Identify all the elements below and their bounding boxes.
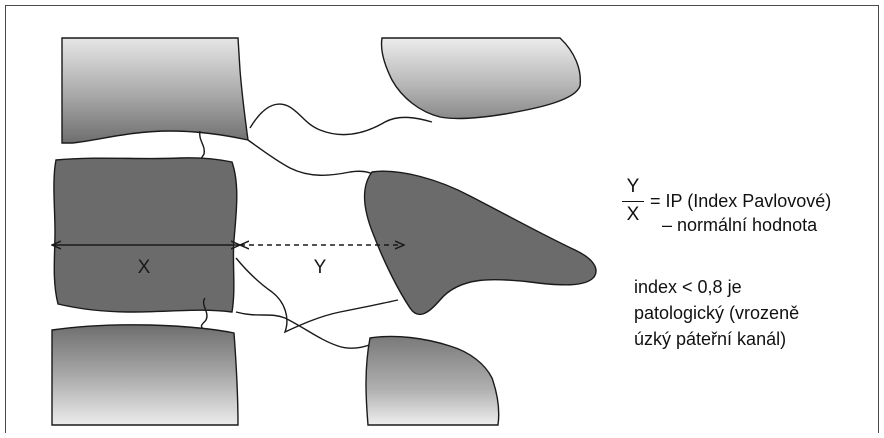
formula-note: – normální hodnota [662,214,817,236]
fraction-bar [622,201,644,202]
upper-disc-outline [200,131,205,162]
formula-result: = IP (Index Pavlovové) [650,190,831,212]
index-note: index < 0,8 je patologický (vrozeně úzký… [634,274,864,352]
upper-lamina-outline [248,140,380,178]
lower-vertebral-body [52,325,238,425]
middle-vertebral-body [54,158,237,312]
x-label: X [138,257,151,278]
legend-panel: Y X = IP (Index Pavlovové) – normální ho… [616,0,878,438]
index-note-line-2: patologický (vrozeně [634,300,864,326]
index-note-line-1: index < 0,8 je [634,274,864,300]
middle-spinous-process [365,171,596,314]
lower-articular-process [366,336,499,425]
upper-articular-process [381,38,580,118]
y-label: Y [314,257,327,278]
upper-vertebral-body [62,38,248,143]
middle-facet-outline [236,312,372,348]
fraction-numerator: Y [622,176,644,198]
fraction-denominator: X [622,204,644,226]
upper-facet-outline [250,104,432,135]
index-note-line-3: úzký páteřní kanál) [634,326,864,352]
